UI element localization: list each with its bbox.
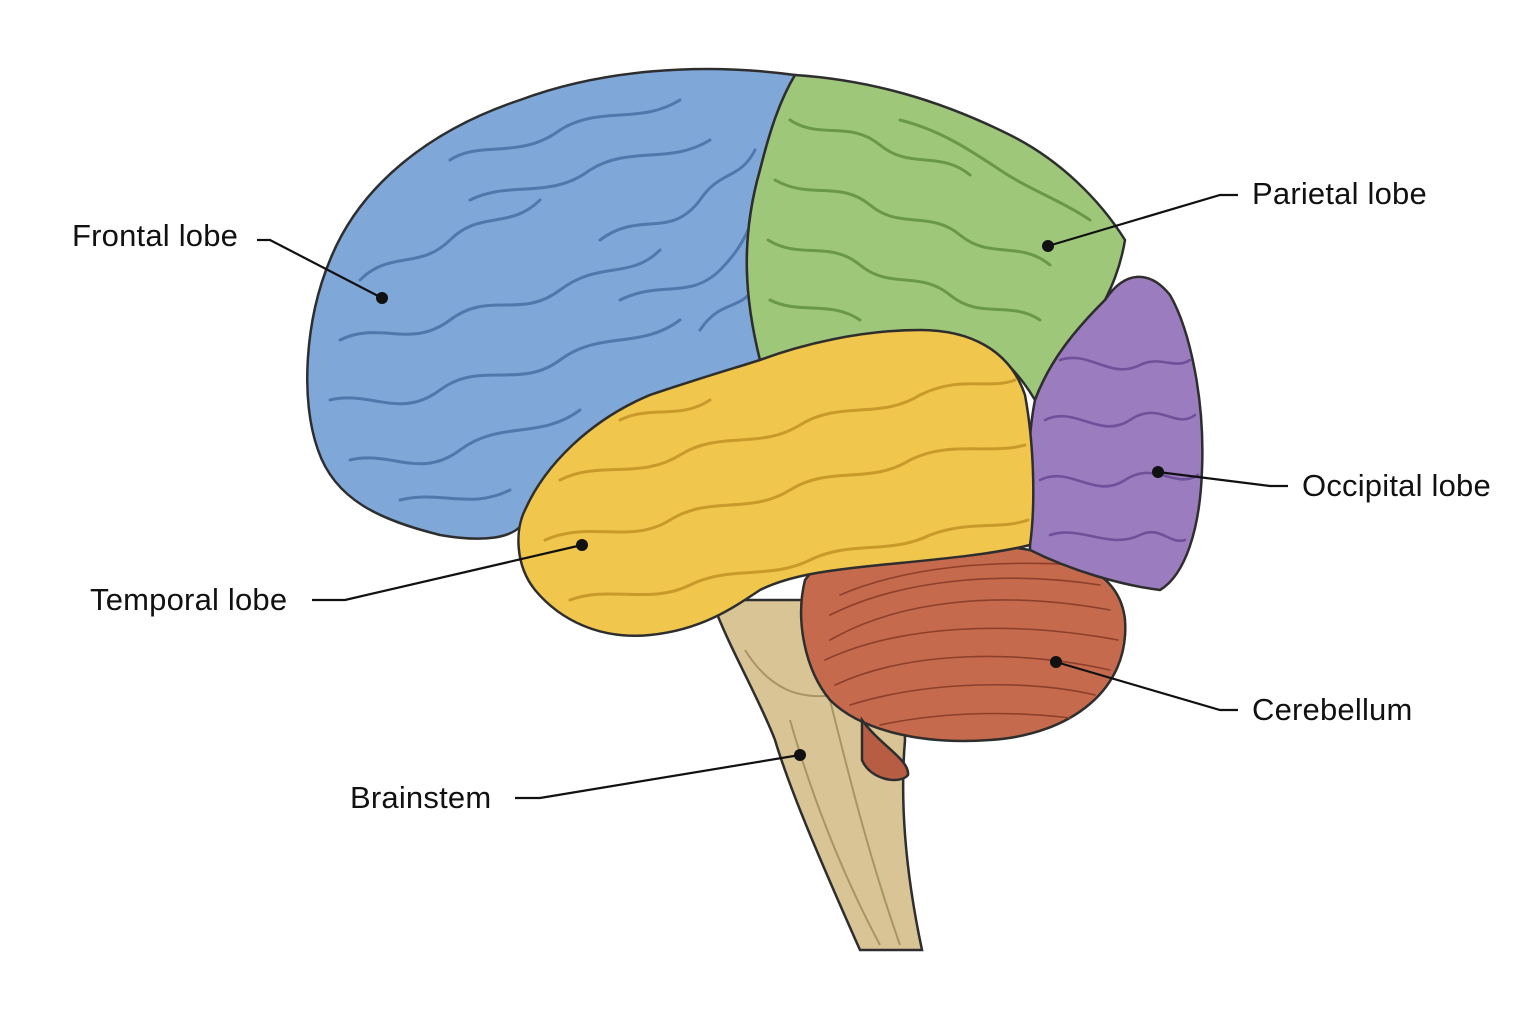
leader-cerebellum: [1050, 656, 1238, 712]
frontal-lobe-region: [305, 67, 798, 540]
frontal-lobe-label: Frontal lobe: [72, 218, 239, 253]
parietal-lobe-label: Parietal lobe: [1252, 176, 1427, 211]
cerebellum-label: Cerebellum: [1252, 692, 1413, 727]
cerebellum-region: [799, 540, 1127, 782]
leader-brainstem: [515, 749, 806, 800]
leader-parietal: [1042, 193, 1238, 252]
leader-occipital: [1152, 466, 1288, 488]
occipital-lobe-label: Occipital lobe: [1302, 468, 1491, 503]
brainstem-label: Brainstem: [350, 780, 492, 815]
occipital-lobe-region: [1027, 275, 1204, 592]
leader-frontal: [257, 238, 388, 304]
temporal-lobe-label: Temporal lobe: [90, 582, 288, 617]
parietal-lobe-region: [745, 73, 1127, 403]
temporal-lobe-region: [517, 328, 1035, 637]
leader-temporal: [312, 539, 588, 602]
